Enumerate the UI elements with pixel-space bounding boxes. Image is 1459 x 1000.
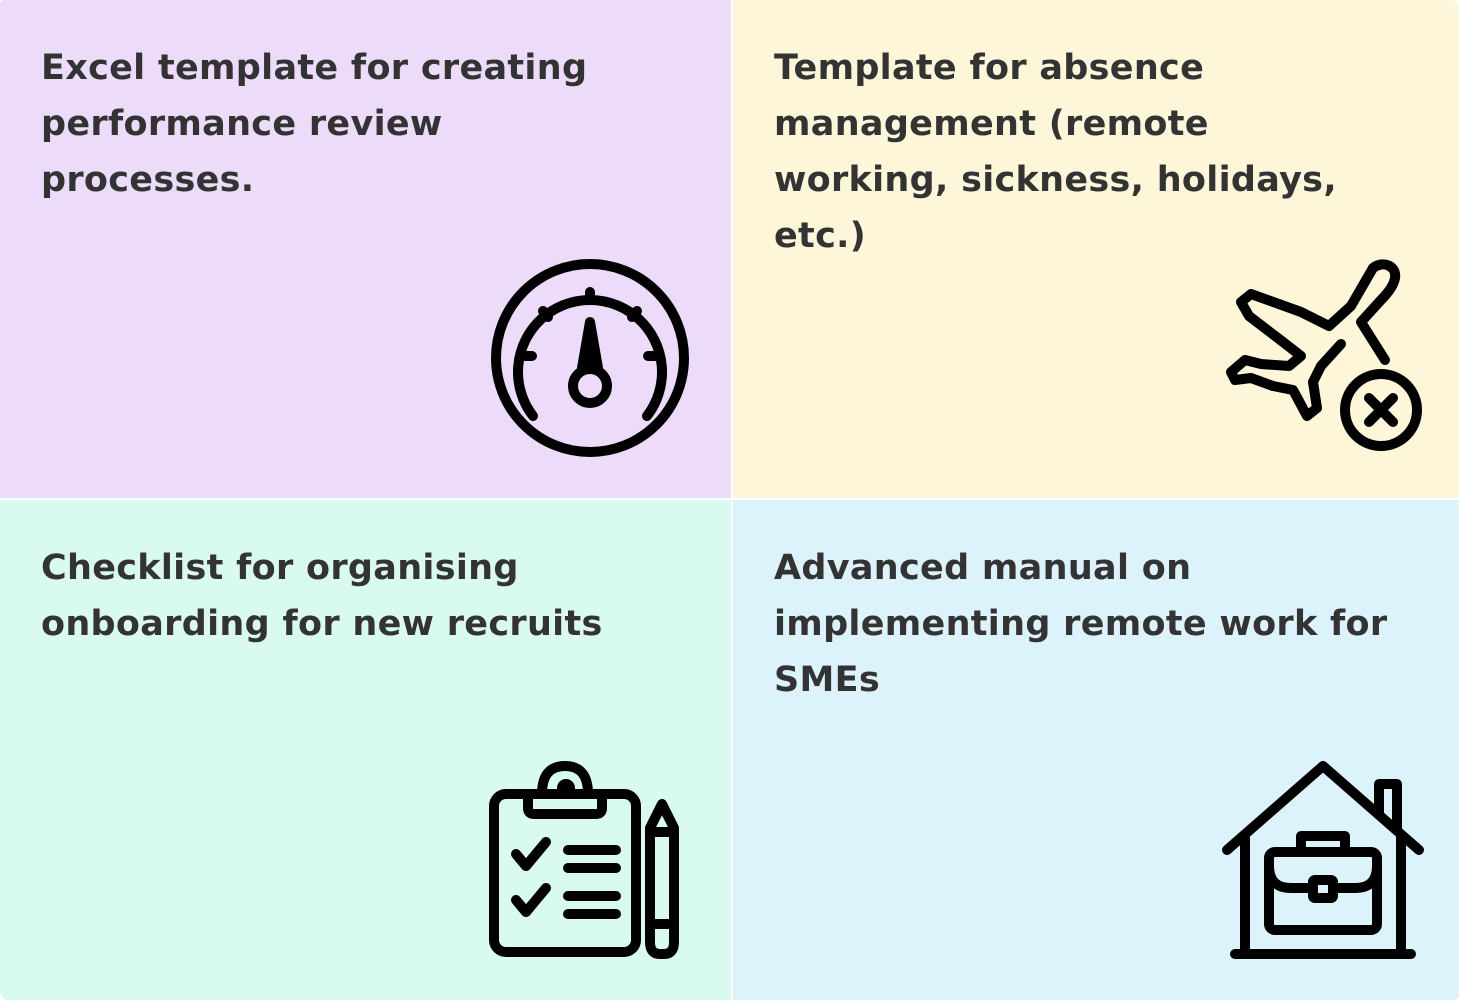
- card-title: Advanced manual on implementing remote w…: [774, 548, 1388, 700]
- clipboard-checklist-icon: [489, 761, 679, 959]
- card-title: Excel template for creating performance …: [41, 48, 588, 200]
- card-title: Checklist for organising onboarding for …: [41, 548, 603, 644]
- speedometer-icon: [491, 259, 689, 457]
- resource-card-remote-work-manual[interactable]: Advanced manual on implementing remote w…: [733, 500, 1459, 1000]
- resource-card-absence-management[interactable]: Template for absence management (remote …: [733, 0, 1459, 498]
- resource-card-performance-review[interactable]: Excel template for creating performance …: [0, 0, 731, 498]
- airplane-cancel-icon: [1226, 259, 1422, 451]
- resource-card-onboarding-checklist[interactable]: Checklist for organising onboarding for …: [0, 500, 731, 1000]
- home-office-icon: [1222, 761, 1424, 959]
- card-title: Template for absence management (remote …: [774, 48, 1337, 256]
